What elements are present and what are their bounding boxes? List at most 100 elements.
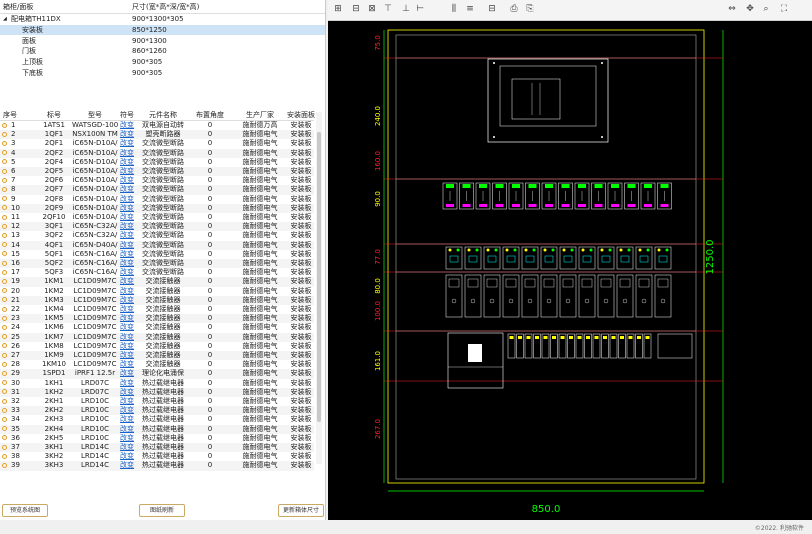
symbol-change-link[interactable]: 改变 bbox=[120, 341, 134, 350]
symbol-change-link[interactable]: 改变 bbox=[120, 406, 134, 415]
grid-scrollbar[interactable] bbox=[316, 112, 322, 464]
distribute-h-icon[interactable]: ⫼ bbox=[451, 4, 457, 14]
align-right-icon[interactable]: ⊠ bbox=[368, 4, 376, 14]
symbol-change-link[interactable]: 改变 bbox=[120, 185, 134, 194]
refresh-drawing-button[interactable]: 图纸刷新 bbox=[139, 504, 185, 517]
symbol-change-link[interactable]: 改变 bbox=[120, 351, 134, 359]
symbol-change-link[interactable]: 改变 bbox=[120, 397, 134, 405]
fullscreen-icon[interactable]: ⛶ bbox=[780, 4, 788, 14]
symbol-change-link[interactable]: 改变 bbox=[120, 360, 134, 369]
print-icon[interactable]: ⎙ bbox=[510, 4, 518, 14]
fit-width-icon[interactable]: ⇔ bbox=[728, 4, 736, 14]
preview-system-button[interactable]: 预览系统图 bbox=[2, 504, 48, 517]
symbol-change-link[interactable]: 改变 bbox=[120, 157, 134, 166]
zoom-icon[interactable]: ⌕ bbox=[763, 4, 769, 14]
symbol-change-link[interactable]: 改变 bbox=[120, 378, 134, 387]
equal-height-icon[interactable]: ⊟ bbox=[488, 4, 496, 14]
grid-column-header[interactable]: 序号 bbox=[3, 111, 17, 119]
symbol-change-link[interactable]: 改变 bbox=[120, 259, 134, 267]
symbol-change-link[interactable]: 改变 bbox=[120, 369, 134, 378]
grid-column-header[interactable]: 布置角度 bbox=[196, 111, 224, 119]
symbol-change-link[interactable]: 改变 bbox=[120, 203, 134, 212]
symbol-change-link[interactable]: 改变 bbox=[120, 167, 134, 175]
align-top-icon[interactable]: ⊤ bbox=[384, 4, 392, 14]
pan-icon[interactable]: ✥ bbox=[746, 4, 754, 14]
symbol-change-link[interactable]: 改变 bbox=[120, 194, 134, 203]
symbol-change-link[interactable]: 改变 bbox=[120, 277, 134, 286]
grid-column-header[interactable]: 元件名称 bbox=[149, 111, 177, 119]
grid-column-header[interactable]: 型号 bbox=[88, 111, 102, 119]
grid-column-header[interactable]: 符号 bbox=[120, 111, 134, 119]
align-middle-icon[interactable]: ⊥ bbox=[402, 4, 410, 14]
distribute-v-icon[interactable]: ≡ bbox=[466, 4, 474, 14]
expand-toggle-icon[interactable]: ◢ bbox=[3, 16, 7, 22]
align-left-icon[interactable]: ⊞ bbox=[334, 4, 342, 14]
grid-column-header[interactable]: 标号 bbox=[47, 111, 61, 119]
symbol-change-link[interactable]: 改变 bbox=[120, 387, 134, 396]
symbol-change-link[interactable]: 改变 bbox=[120, 268, 134, 277]
symbol-change-link[interactable]: 改变 bbox=[120, 461, 134, 470]
symbol-change-link[interactable]: 改变 bbox=[120, 222, 134, 231]
symbol-change-link[interactable]: 改变 bbox=[120, 415, 134, 424]
export-icon[interactable]: ⎘ bbox=[526, 4, 534, 14]
symbol-change-link[interactable]: 改变 bbox=[120, 433, 134, 442]
symbol-change-link[interactable]: 改变 bbox=[120, 424, 134, 433]
symbol-change-link[interactable]: 改变 bbox=[120, 286, 134, 295]
symbol-change-link[interactable]: 改变 bbox=[120, 231, 134, 240]
symbol-change-link[interactable]: 改变 bbox=[120, 121, 134, 129]
symbol-change-link[interactable]: 改变 bbox=[120, 148, 134, 157]
symbol-change-link[interactable]: 改变 bbox=[120, 323, 134, 332]
grid-column-header[interactable]: 生产厂家 bbox=[246, 111, 274, 119]
symbol-change-link[interactable]: 改变 bbox=[120, 176, 134, 185]
symbol-change-link[interactable]: 改变 bbox=[120, 332, 134, 341]
symbol-change-link[interactable]: 改变 bbox=[120, 240, 134, 249]
scrollbar-thumb[interactable] bbox=[317, 132, 321, 422]
align-bottom-icon[interactable]: ⊢ bbox=[416, 4, 424, 14]
symbol-change-link[interactable]: 改变 bbox=[120, 130, 134, 139]
symbol-change-link[interactable]: 改变 bbox=[120, 443, 134, 451]
symbol-change-link[interactable]: 改变 bbox=[120, 249, 134, 258]
